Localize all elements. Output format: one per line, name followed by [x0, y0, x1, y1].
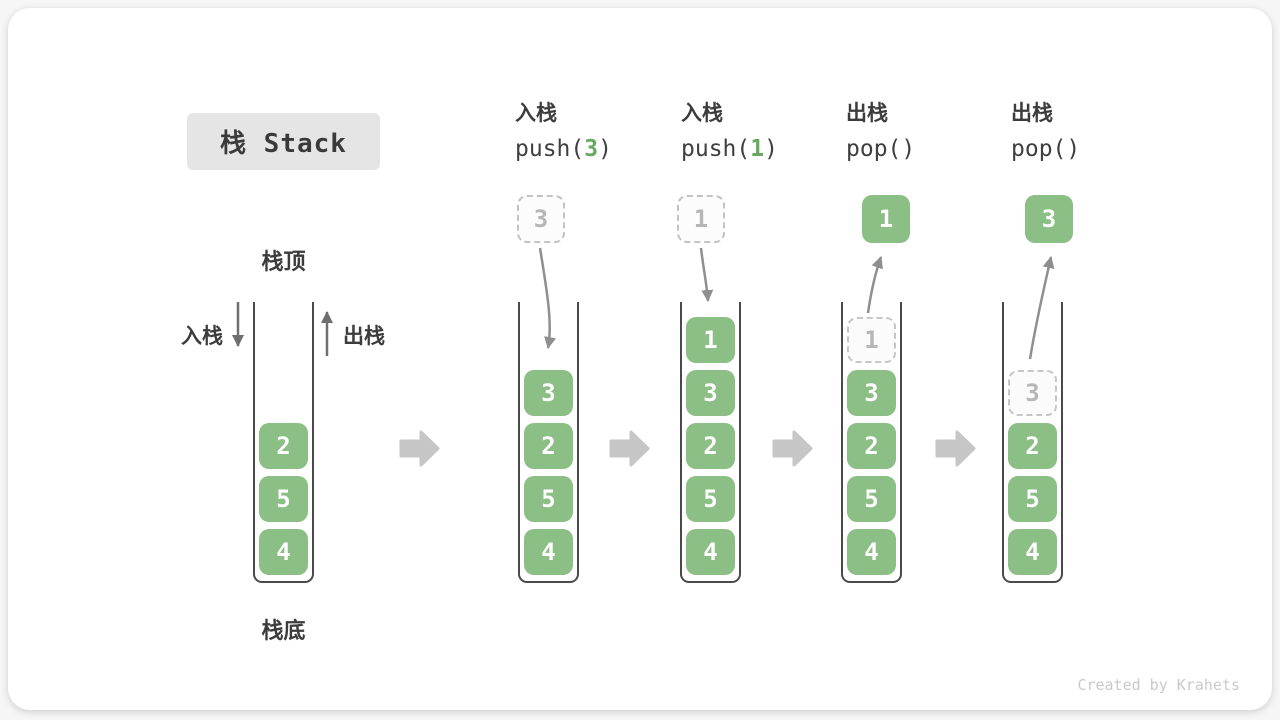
op-name: 出栈	[1011, 102, 1053, 125]
label-push-side: 入栈	[181, 325, 223, 348]
label-stack-top: 栈顶	[261, 249, 306, 274]
stack-block-ghost: 3	[1008, 370, 1057, 416]
stack-block-ghost: 1	[847, 317, 896, 363]
op-name: 入栈	[515, 102, 557, 125]
stack-block: 5	[1008, 476, 1057, 522]
stack-after-pop-3: 3 2 5 4	[1002, 302, 1063, 583]
stack-block: 2	[259, 423, 308, 469]
label-stack-bottom: 栈底	[261, 618, 306, 643]
outgoing-block: 3	[1025, 195, 1073, 243]
stack-block: 5	[259, 476, 308, 522]
outgoing-block: 1	[862, 195, 910, 243]
stack-after-pop-1: 1 3 2 5 4	[841, 302, 902, 583]
op-label-push-3: 入栈 push(3)	[515, 100, 685, 163]
stack-block: 4	[686, 529, 735, 575]
op-code: pop()	[846, 136, 916, 162]
diagram-title: 栈 Stack	[187, 113, 380, 170]
stack-initial: 2 5 4	[253, 302, 314, 583]
watermark: Created by Krahets	[1077, 676, 1240, 694]
op-name: 出栈	[846, 102, 888, 125]
incoming-ghost-box: 1	[677, 195, 725, 243]
stack-after-push-1: 1 3 2 5 4	[680, 302, 741, 583]
stack-block: 2	[524, 423, 573, 469]
stack-block: 1	[686, 317, 735, 363]
stack-block: 4	[847, 529, 896, 575]
op-code: push(1)	[681, 136, 778, 162]
stack-block: 3	[847, 370, 896, 416]
stack-block: 5	[524, 476, 573, 522]
stack-block: 4	[259, 529, 308, 575]
op-label-push-1: 入栈 push(1)	[681, 100, 851, 163]
stack-block: 4	[1008, 529, 1057, 575]
op-label-pop-3: 出栈 pop()	[1011, 100, 1181, 163]
op-code: pop()	[1011, 136, 1081, 162]
stack-block: 5	[847, 476, 896, 522]
op-code: push(3)	[515, 136, 612, 162]
stack-block: 4	[524, 529, 573, 575]
stack-block: 2	[847, 423, 896, 469]
incoming-ghost-box: 3	[517, 195, 565, 243]
op-label-pop-1: 出栈 pop()	[846, 100, 1016, 163]
stack-block: 2	[1008, 423, 1057, 469]
stack-after-push-3: 3 2 5 4	[518, 302, 579, 583]
label-pop-side: 出栈	[343, 325, 385, 348]
op-code-arg: 3	[584, 136, 599, 162]
stack-block: 2	[686, 423, 735, 469]
op-code-arg: 1	[750, 136, 765, 162]
op-name: 入栈	[681, 102, 723, 125]
stack-block: 3	[524, 370, 573, 416]
stack-block: 3	[686, 370, 735, 416]
stack-block: 5	[686, 476, 735, 522]
